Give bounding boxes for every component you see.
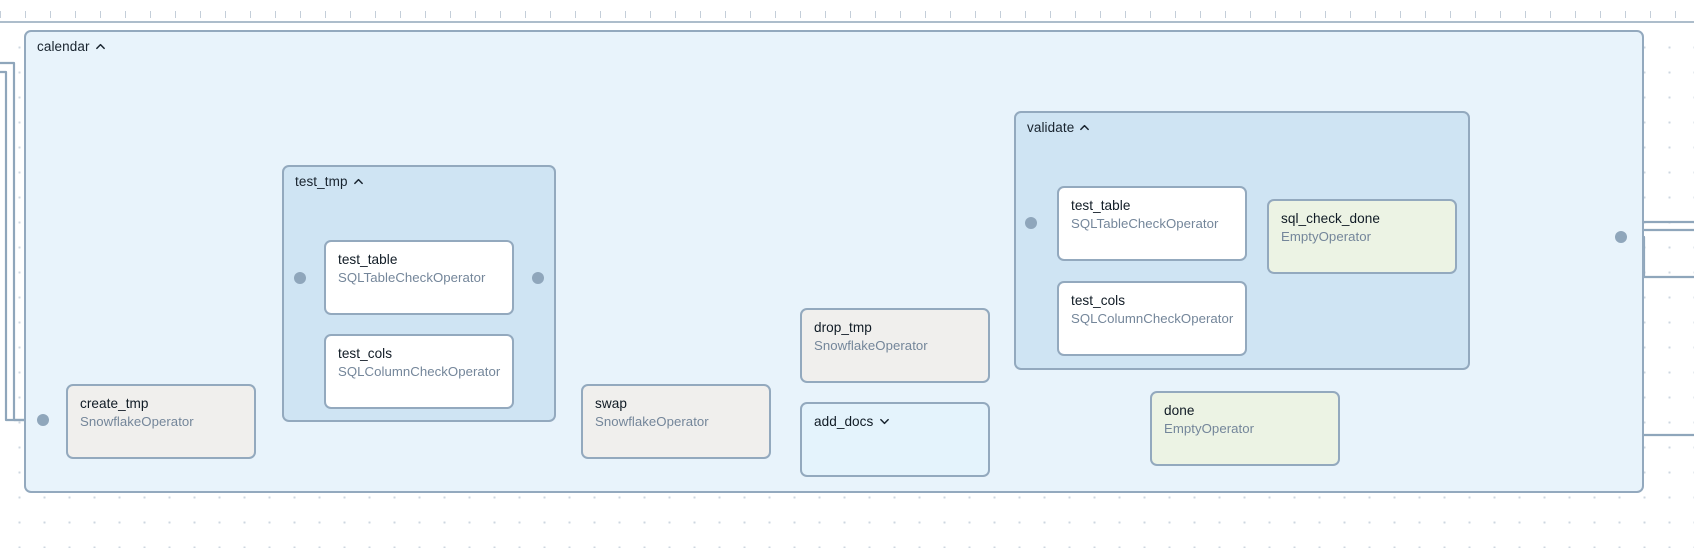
canvas-top-divider: [0, 21, 1694, 23]
canvas-top-strip: [0, 0, 1694, 24]
task-node-done[interactable]: done EmptyOperator: [1150, 391, 1340, 466]
task-node-test-tmp-test-table-operator: SQLTableCheckOperator: [338, 270, 486, 285]
task-node-swap[interactable]: swap SnowflakeOperator: [581, 384, 771, 459]
task-node-create-tmp-operator: SnowflakeOperator: [80, 414, 194, 429]
edge-junction-test-tmp-in: [294, 272, 306, 284]
edge-junction-sql-check-done-out: [1615, 231, 1627, 243]
task-group-test-tmp-name: test_tmp: [295, 174, 348, 189]
task-group-calendar-name: calendar: [37, 39, 90, 54]
task-node-test-tmp-test-table[interactable]: test_table SQLTableCheckOperator: [324, 240, 514, 315]
task-node-test-tmp-test-table-name: test_table: [338, 252, 398, 267]
task-node-sql-check-done-name: sql_check_done: [1281, 211, 1380, 226]
chevron-up-icon[interactable]: [1079, 122, 1090, 133]
task-node-create-tmp-name: create_tmp: [80, 396, 149, 411]
task-node-validate-test-table-name: test_table: [1071, 198, 1131, 213]
chevron-up-icon[interactable]: [95, 41, 106, 52]
task-node-validate-test-table-operator: SQLTableCheckOperator: [1071, 216, 1219, 231]
task-node-create-tmp[interactable]: create_tmp SnowflakeOperator: [66, 384, 256, 459]
task-node-drop-tmp-name: drop_tmp: [814, 320, 872, 335]
task-node-validate-test-table[interactable]: test_table SQLTableCheckOperator: [1057, 186, 1247, 261]
canvas-top-ticks: [0, 11, 1694, 18]
task-group-validate-label[interactable]: validate: [1027, 120, 1090, 135]
task-node-swap-name: swap: [595, 396, 627, 411]
task-node-swap-operator: SnowflakeOperator: [595, 414, 709, 429]
task-group-node-add-docs[interactable]: add_docs: [800, 402, 990, 477]
task-node-drop-tmp-operator: SnowflakeOperator: [814, 338, 928, 353]
chevron-down-icon[interactable]: [879, 416, 890, 427]
task-node-drop-tmp[interactable]: drop_tmp SnowflakeOperator: [800, 308, 990, 383]
chevron-up-icon[interactable]: [353, 176, 364, 187]
edge-junction-test-tmp-out: [532, 272, 544, 284]
task-node-test-tmp-test-cols-name: test_cols: [338, 346, 393, 361]
edge-junction-validate-in: [1025, 217, 1037, 229]
task-group-calendar-label[interactable]: calendar: [37, 39, 106, 54]
task-node-done-name: done: [1164, 403, 1195, 418]
task-group-test-tmp-label[interactable]: test_tmp: [295, 174, 364, 189]
task-node-sql-check-done-operator: EmptyOperator: [1281, 229, 1372, 244]
task-node-test-tmp-test-cols[interactable]: test_cols SQLColumnCheckOperator: [324, 334, 514, 409]
task-node-test-tmp-test-cols-operator: SQLColumnCheckOperator: [338, 364, 501, 379]
task-node-validate-test-cols-operator: SQLColumnCheckOperator: [1071, 311, 1234, 326]
task-node-done-operator: EmptyOperator: [1164, 421, 1255, 436]
task-node-sql-check-done[interactable]: sql_check_done EmptyOperator: [1267, 199, 1457, 274]
task-group-node-add-docs-label[interactable]: add_docs: [814, 413, 976, 430]
task-group-validate-name: validate: [1027, 120, 1075, 135]
edge-junction-create-tmp-in: [37, 414, 49, 426]
task-node-validate-test-cols-name: test_cols: [1071, 293, 1126, 308]
task-group-node-add-docs-name: add_docs: [814, 414, 874, 429]
task-node-validate-test-cols[interactable]: test_cols SQLColumnCheckOperator: [1057, 281, 1247, 356]
